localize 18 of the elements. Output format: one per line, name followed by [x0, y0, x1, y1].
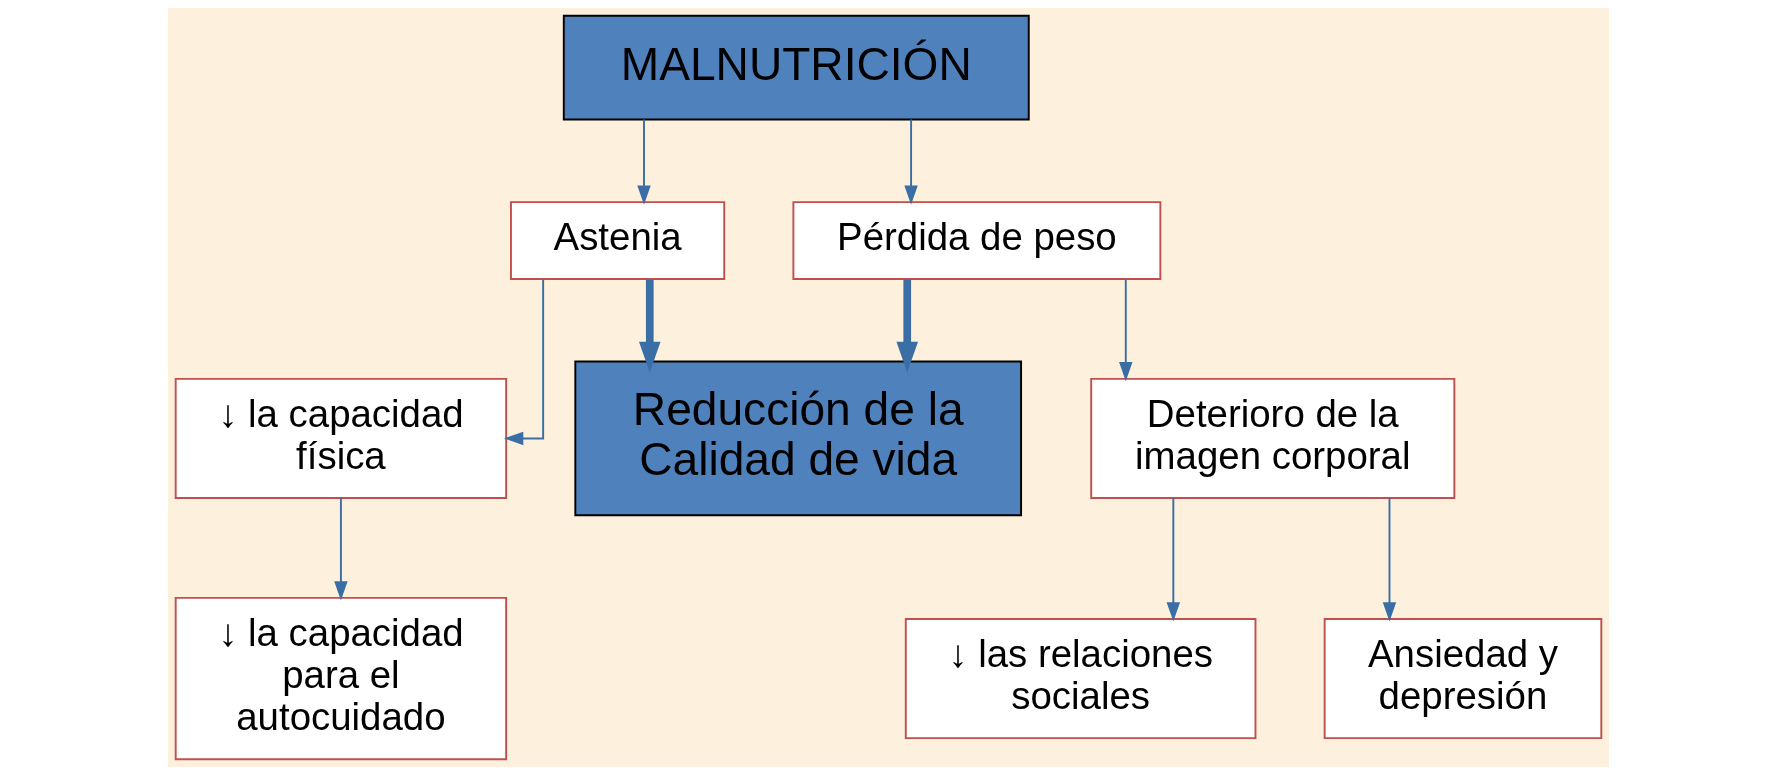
arrow: [1382, 497, 1396, 622]
node-box: Ansiedad y depresión: [1323, 618, 1602, 740]
arrow: [1118, 278, 1132, 382]
arrow: [333, 497, 348, 601]
node-box: MALNUTRICIÓN: [562, 14, 1030, 121]
arrow: [1166, 497, 1180, 622]
arrow: [636, 118, 651, 205]
node-box: Pérdida de peso: [791, 201, 1161, 280]
node-box: Reducción de la Calidad de vida: [573, 360, 1022, 517]
arrow: [895, 279, 918, 373]
arrow: [638, 279, 661, 373]
node-box: Astenia: [509, 201, 725, 280]
arrow: [903, 118, 918, 205]
arrow: [503, 278, 544, 446]
node-box: ↓ las relaciones sociales: [904, 618, 1256, 740]
node-box: ↓ la capacidad para el autocuidado: [174, 596, 507, 761]
node-box: Deterioro de la imagen corporal: [1089, 377, 1455, 499]
node-box: ↓ la capacidad física: [174, 377, 507, 499]
